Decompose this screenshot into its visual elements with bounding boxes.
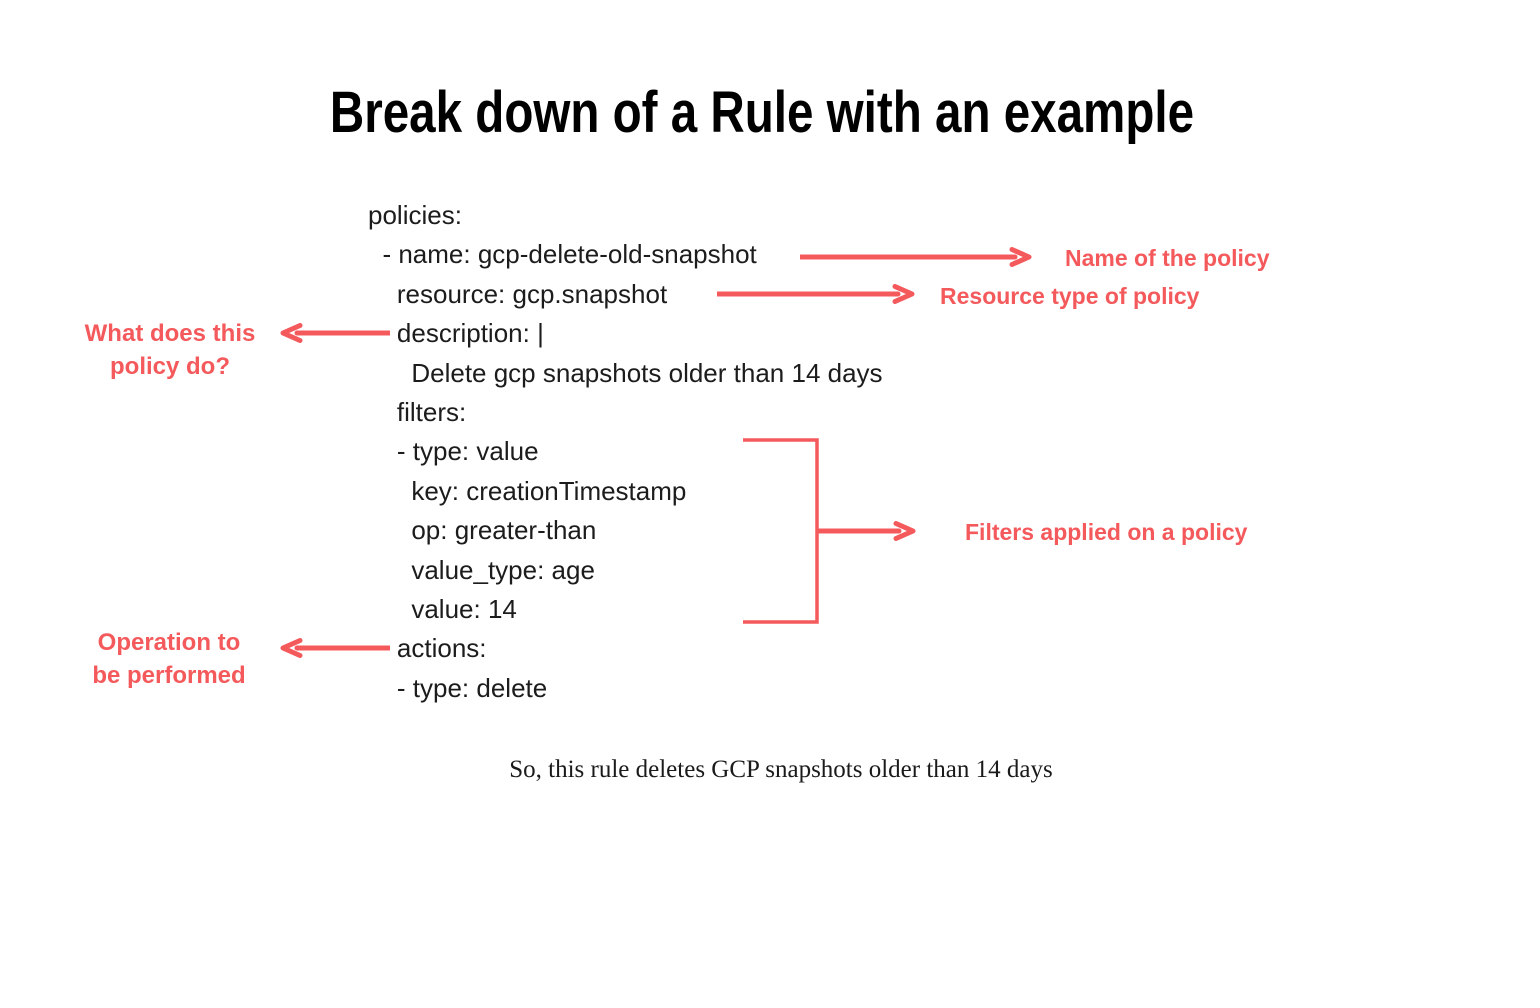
yaml-line-filter-value-type: value_type: age [368,554,595,585]
yaml-line-filter-key: key: creationTimestamp [368,475,687,506]
yaml-line-action-type: - type: delete [368,672,548,703]
yaml-line-filter-value: value: 14 [368,594,517,625]
yaml-line-description: description: | [368,318,544,349]
actions-annotation-label: Operation to be performed [59,626,279,692]
yaml-line-filter-op: op: greater-than [368,515,597,546]
summary-text: So, this rule deletes GCP snapshots olde… [509,756,1053,783]
name-annotation-label: Name of the policy [1065,245,1270,271]
resource-annotation-label: Resource type of policy [940,283,1200,309]
yaml-line-name: - name: gcp-delete-old-snapshot [368,239,757,270]
filters-bracket-icon [741,437,821,625]
yaml-code-block: policies: - name: gcp-delete-old-snapsho… [368,196,883,708]
actions-annotation-line1: Operation to [97,629,241,656]
name-arrow-icon [800,247,1032,267]
actions-arrow-icon [280,638,390,658]
filters-annotation-label: Filters applied on a policy [965,519,1248,545]
yaml-line-policies: policies: [368,200,462,230]
yaml-line-actions: actions: [368,633,487,664]
yaml-line-resource: resource: gcp.snapshot [368,278,668,309]
description-annotation-label: What does this policy do? [60,317,280,383]
resource-arrow-icon [717,284,915,304]
yaml-line-description-text: Delete gcp snapshots older than 14 days [368,357,883,388]
filters-arrow-icon [818,521,916,541]
actions-annotation-line2: be performed [92,662,246,689]
title-wrap: Break down of a Rule with an example [0,80,1524,146]
description-annotation-line1: What does this [84,320,256,347]
page-title: Break down of a Rule with an example [329,80,1195,145]
yaml-line-filters: filters: [368,397,467,428]
yaml-line-filter-type: - type: value [368,436,539,467]
description-arrow-icon [280,323,390,343]
description-annotation-line2: policy do? [110,353,230,380]
